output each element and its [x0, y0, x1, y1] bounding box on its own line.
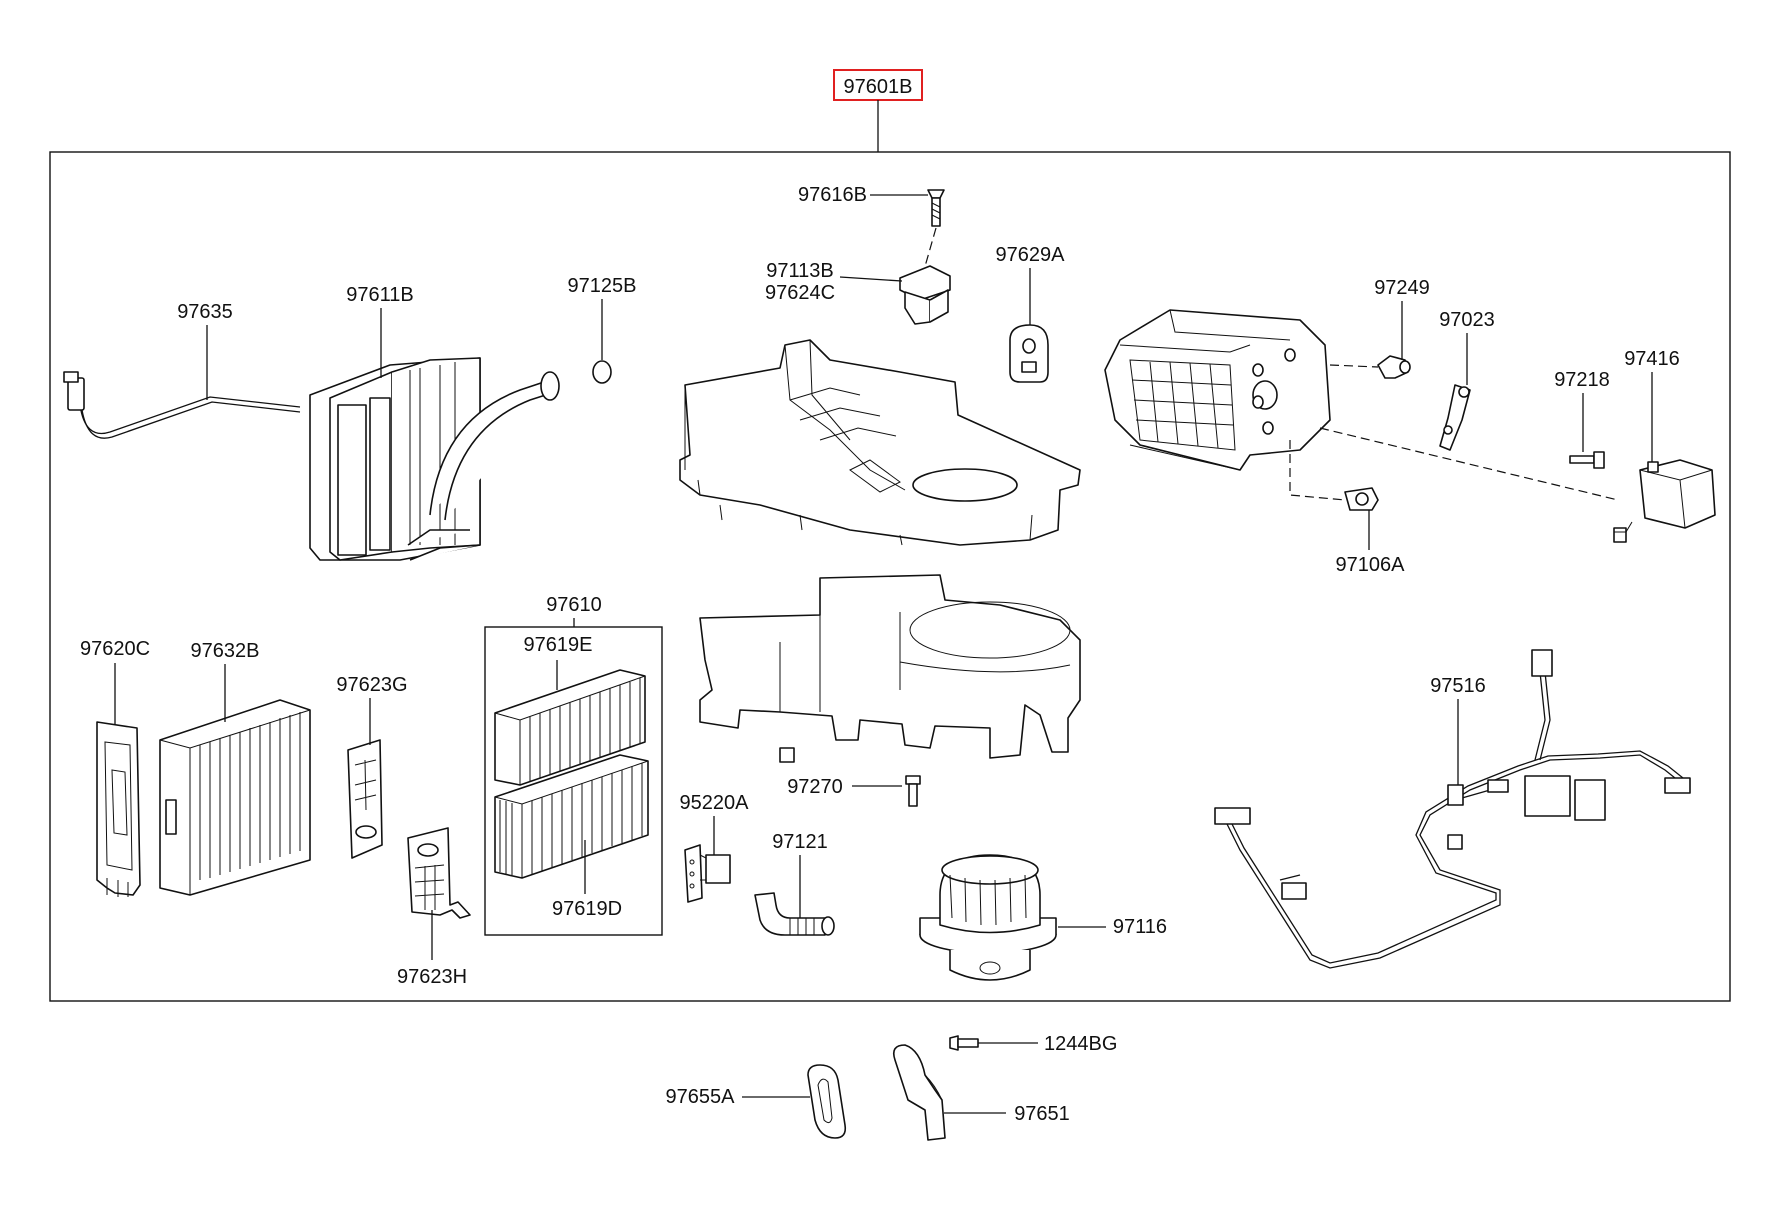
label-97655A[interactable]: 97655A — [666, 1086, 736, 1108]
label-97516[interactable]: 97516 — [1430, 675, 1486, 697]
label-97113B[interactable]: 97113B — [766, 260, 833, 282]
lever-97249 — [1377, 355, 1411, 379]
dashed-97416 — [1319, 427, 1619, 501]
label-97619E[interactable]: 97619E — [524, 634, 593, 656]
grommet-97655A — [807, 1064, 847, 1139]
label-97601B[interactable]: 97601B — [844, 76, 913, 98]
wiring-harness-97516 — [1214, 649, 1691, 969]
assembly-frame — [49, 151, 1731, 1002]
label-97632B[interactable]: 97632B — [191, 640, 260, 662]
dashed-97616B — [923, 227, 937, 271]
lower-blower-case — [699, 574, 1081, 759]
hose-97121 — [754, 892, 835, 936]
relay-95220A — [684, 844, 731, 903]
label-97624C[interactable]: 97624C — [765, 282, 835, 304]
label-97620C[interactable]: 97620C — [80, 638, 150, 660]
label-97616B[interactable]: 97616B — [798, 184, 867, 206]
leader-97113B — [839, 276, 903, 282]
upper-blower-case — [679, 339, 1081, 546]
label-97416[interactable]: 97416 — [1624, 348, 1680, 370]
resistor-97113B — [899, 265, 951, 325]
screw-97616B — [927, 189, 945, 227]
label-97249[interactable]: 97249 — [1374, 277, 1430, 299]
duct-97651 — [892, 1044, 946, 1141]
label-97651[interactable]: 97651 — [1014, 1103, 1070, 1125]
dashed-97249 — [1329, 364, 1379, 368]
screw-97270 — [905, 775, 921, 807]
o-ring-97125B — [592, 360, 612, 384]
actuator-case — [1104, 309, 1331, 471]
label-97125B[interactable]: 97125B — [568, 275, 637, 297]
label-97623G[interactable]: 97623G — [336, 674, 407, 696]
clip-97106A — [1344, 487, 1379, 511]
sensor-wire-97635 — [63, 371, 301, 439]
cover-97623G — [347, 739, 383, 859]
link-97023 — [1439, 384, 1471, 451]
actuator-97416 — [1613, 459, 1716, 543]
evaporator-97611B — [309, 357, 560, 561]
label-97116[interactable]: 97116 — [1113, 916, 1167, 938]
screw-1244BG — [949, 1035, 979, 1051]
blower-motor-97116 — [919, 854, 1057, 981]
label-97218[interactable]: 97218 — [1554, 369, 1610, 391]
label-97023[interactable]: 97023 — [1439, 309, 1495, 331]
label-97610[interactable]: 97610 — [546, 594, 602, 616]
louvre-grid — [1129, 359, 1236, 451]
label-97629A[interactable]: 97629A — [996, 244, 1066, 266]
bracket-97620C — [96, 721, 141, 897]
filter-97619D — [494, 754, 649, 879]
screw-97218 — [1569, 451, 1605, 469]
label-1244BG[interactable]: 1244BG — [1044, 1033, 1117, 1055]
label-97635[interactable]: 97635 — [177, 301, 233, 323]
filter-97632B — [159, 699, 311, 896]
label-97619D[interactable]: 97619D — [552, 898, 622, 920]
cover-97623H — [407, 827, 471, 919]
label-97623H[interactable]: 97623H — [397, 966, 467, 988]
dashed-97106A — [1289, 440, 1346, 501]
label-95220A[interactable]: 95220A — [680, 792, 750, 814]
filter-97619E — [494, 669, 646, 786]
label-97270[interactable]: 97270 — [787, 776, 843, 798]
label-97121[interactable]: 97121 — [772, 831, 828, 853]
label-97106A[interactable]: 97106A — [1336, 554, 1406, 576]
label-97611B[interactable]: 97611B — [346, 284, 413, 306]
seal-97629A — [1009, 324, 1049, 383]
clip-97270 — [779, 747, 795, 763]
